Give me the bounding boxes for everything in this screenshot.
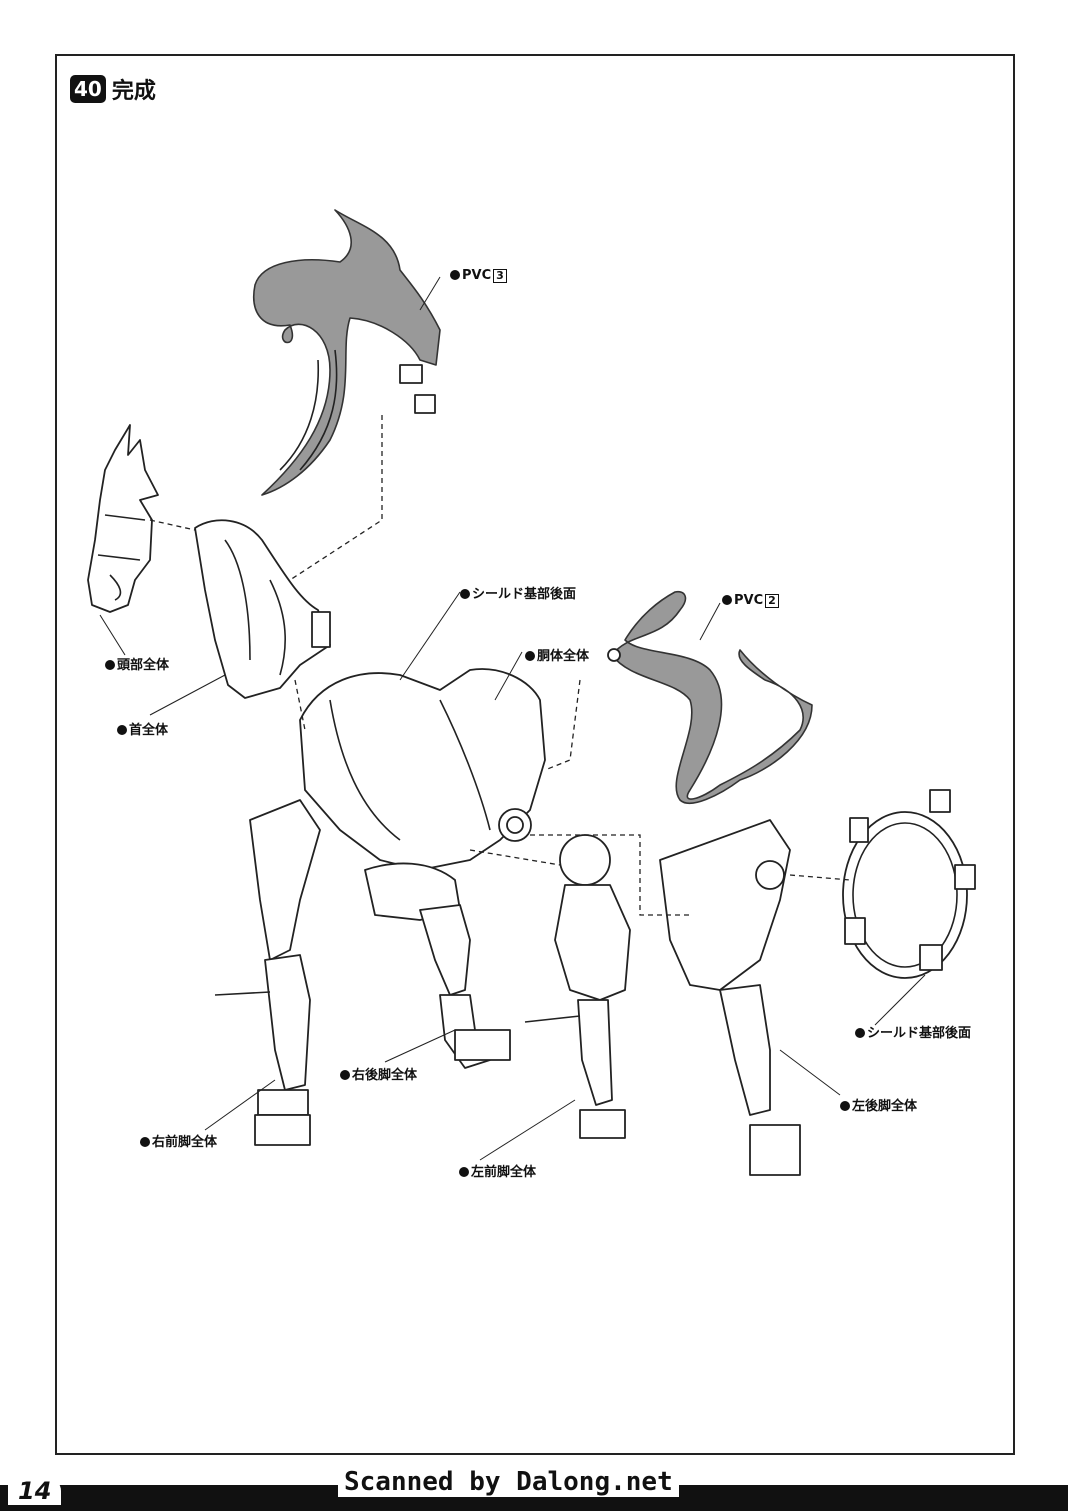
label-head: 頭部全体	[105, 654, 169, 673]
label-shield-back-top: シールド基部後面	[460, 583, 576, 602]
label-shield-back-right: シールド基部後面	[855, 1022, 971, 1041]
torso-part	[299, 668, 546, 921]
label-left-front-leg: 左前脚全体	[459, 1161, 536, 1180]
label-left-hind-leg: 左後脚全体	[840, 1095, 917, 1114]
shield-base-part	[842, 789, 976, 979]
label-right-front-leg: 右前脚全体	[140, 1131, 217, 1150]
scan-credit: Scanned by Dalong.net	[338, 1467, 679, 1497]
label-right-hind-leg: 右後脚全体	[340, 1064, 417, 1083]
page-footer: 14 Scanned by Dalong.net	[0, 1463, 1068, 1511]
assembly-guides	[149, 415, 851, 916]
right-hind-leg-part	[419, 904, 511, 1069]
instruction-frame	[55, 54, 1015, 1455]
label-torso: 胴体全体	[525, 645, 589, 664]
left-hind-leg-part	[659, 819, 801, 1176]
neck-part	[194, 519, 331, 699]
head-part	[87, 424, 159, 613]
leader-lines	[99, 276, 926, 1161]
label-neck: 首全体	[117, 719, 168, 738]
right-front-leg-part	[214, 799, 321, 1146]
step-number: 40	[70, 75, 106, 103]
step-header: 40 完成	[70, 73, 156, 105]
left-front-leg-part	[524, 834, 631, 1139]
pvc2-tail-part	[607, 590, 813, 805]
step-title: 完成	[111, 79, 156, 104]
page-number: 14	[8, 1477, 62, 1505]
pvc3-mane-part	[253, 209, 441, 496]
